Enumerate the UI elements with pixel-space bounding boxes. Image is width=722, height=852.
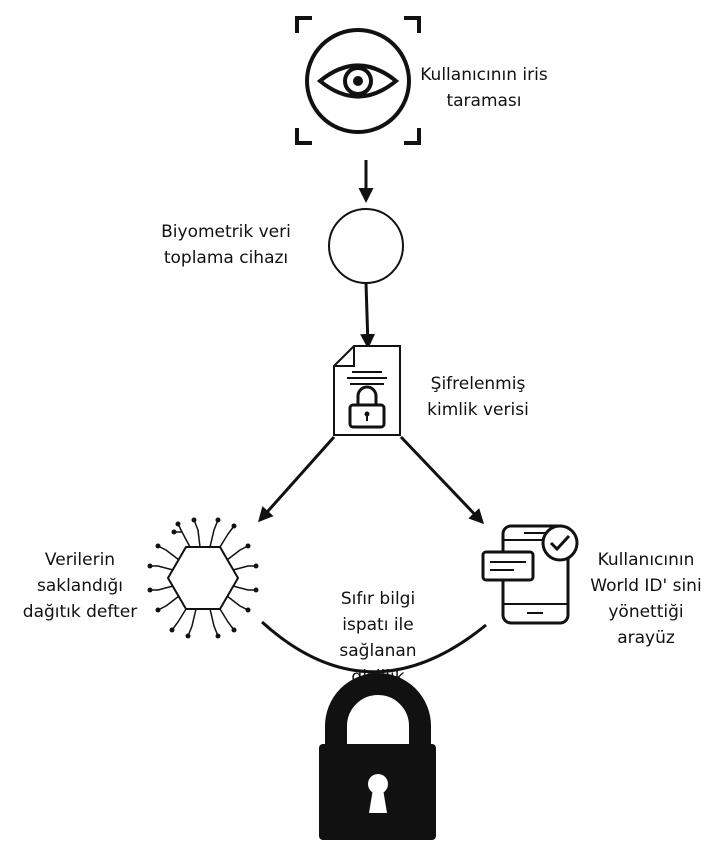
ledger-label-line: Verilerin xyxy=(44,550,116,570)
phone-verified-icon xyxy=(481,524,579,625)
interface-label: Kullanıcının World ID' sini yönettiği ar… xyxy=(582,547,710,651)
zk-privacy-label-line: ispatı ile xyxy=(342,615,414,635)
zk-privacy-label: Sıfır bilgi ispatı ile sağlanan gizlilik xyxy=(318,586,438,690)
ledger-label: Verilerin saklandığı dağıtık defter xyxy=(12,547,148,625)
locked-document-icon xyxy=(333,345,401,436)
zk-arc-curve xyxy=(260,620,487,674)
encrypted-id-label-line: kimlik verisi xyxy=(427,400,529,420)
interface-label-line: World ID' sini xyxy=(590,576,702,596)
ledger-label-line: dağıtık defter xyxy=(22,602,138,622)
encrypted-id-label-line: Şifrelenmiş xyxy=(430,374,526,394)
zk-privacy-label-line: Sıfır bilgi xyxy=(340,589,416,609)
arrow-device-to-encrypted xyxy=(360,282,376,349)
device-circle-node xyxy=(328,208,404,284)
encrypted-id-label: Şifrelenmiş kimlik verisi xyxy=(418,371,538,423)
collection-device-label-line: toplama cihazı xyxy=(163,248,289,268)
interface-label-line: yönettiği xyxy=(608,602,684,622)
padlock-icon xyxy=(319,673,436,840)
iris-scan-label-line: taraması xyxy=(446,91,522,111)
interface-label-line: Kullanıcının xyxy=(597,550,695,570)
blockchain-hexagon-icon xyxy=(147,517,259,639)
collection-device-label-line: Biyometrik veri xyxy=(161,222,291,242)
interface-label-line: arayüz xyxy=(617,628,675,648)
zk-privacy-label-line: gizlilik xyxy=(351,667,405,687)
zk-privacy-label-line: sağlanan xyxy=(339,641,417,661)
iris-scan-label: Kullanıcının iris taraması xyxy=(418,62,550,114)
arrow-encrypted-to-ledger xyxy=(258,436,336,523)
ledger-label-line: saklandığı xyxy=(36,576,124,596)
eye-scan-icon xyxy=(295,16,421,145)
collection-device-label: Biyometrik veri toplama cihazı xyxy=(150,219,302,271)
iris-scan-label-line: Kullanıcının iris xyxy=(420,65,548,85)
arrow-encrypted-to-interface xyxy=(399,435,485,525)
